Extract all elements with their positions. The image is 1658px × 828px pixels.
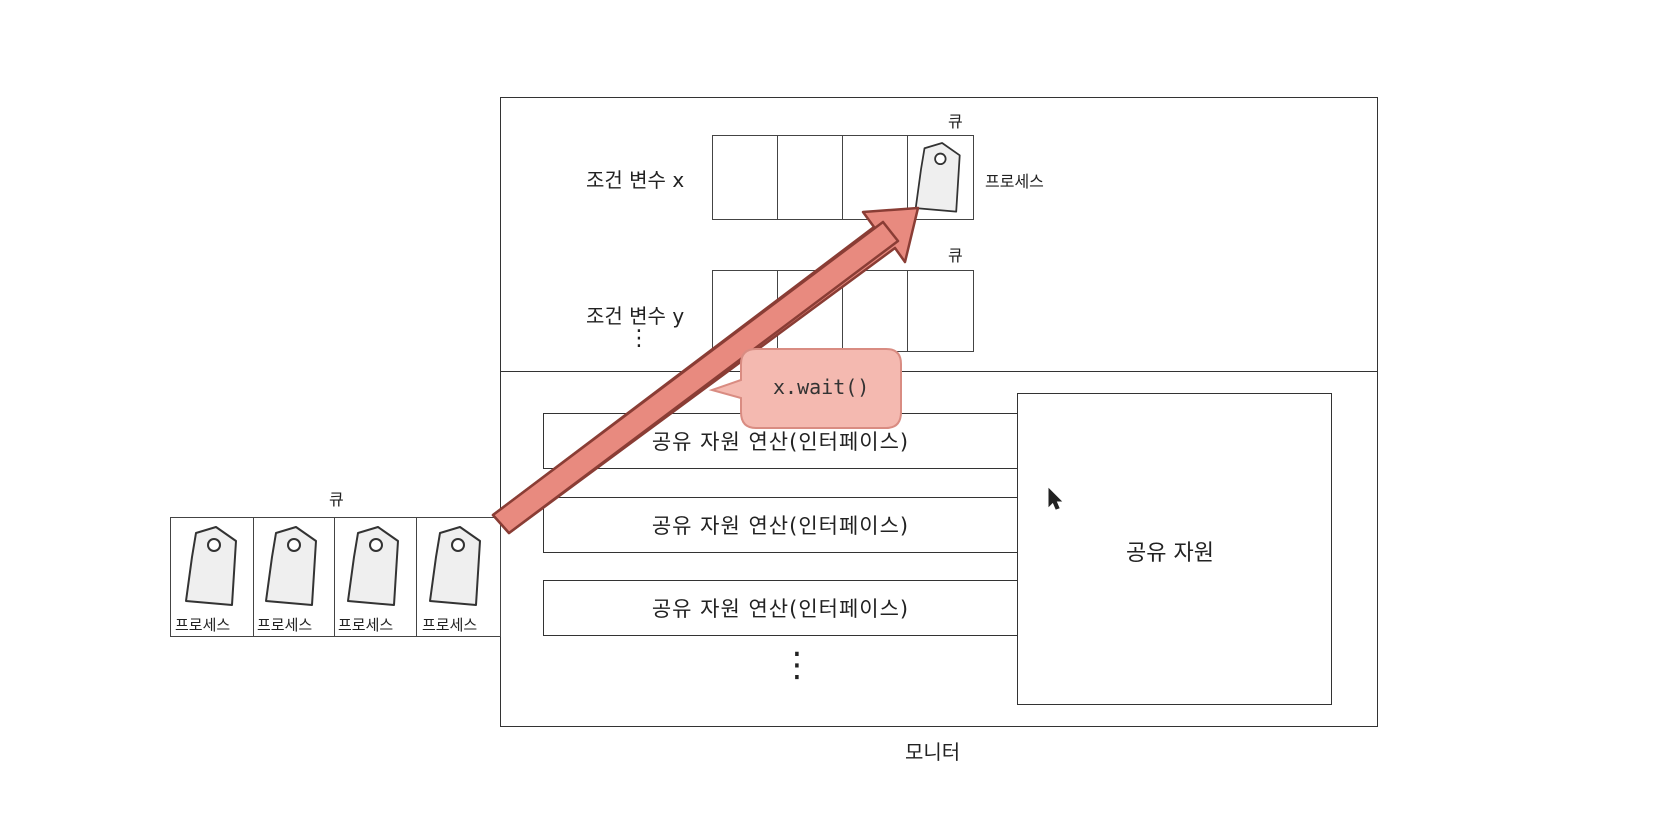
process-tag-icon [265,526,317,606]
condition-y-queue-label: 큐 [948,246,963,265]
condition-x-process-label: 프로세스 [985,172,1044,191]
wait-arrow-shaft [491,220,900,535]
shared-resource-box [1017,393,1332,705]
shared-resource-label: 공유 자원 [1126,541,1214,566]
condition-x-queue-slot [777,135,843,220]
entry-process-label: 프로세스 [338,616,394,634]
condition-y-queue-slot [842,270,908,352]
callout-bubble [708,348,902,429]
shared-resource-operation: 공유 자원 연산(인터페이스) [543,580,1018,636]
entry-process-label: 프로세스 [257,616,313,634]
process-tag-icon [347,526,399,606]
condition-x-queue-label: 큐 [948,112,963,131]
entry-process-label: 프로세스 [175,616,231,634]
mouse-cursor-icon [1048,487,1063,510]
condition-y-label: 조건 변수 y [586,304,685,328]
monitor-divider [500,371,1378,372]
callout-text: x.wait() [773,375,870,399]
entry-process-label: 프로세스 [422,616,478,634]
condition-x-label: 조건 변수 x [586,168,685,192]
entry-queue-label: 큐 [329,490,344,509]
more-conditions-ellipsis: ⋮ [628,326,650,351]
process-tag-icon [429,526,481,606]
waiting-process-tag-icon [914,142,961,213]
process-tag-icon [185,526,237,606]
condition-y-queue-slot [907,270,974,352]
more-operations-ellipsis: ⋮ [780,645,814,685]
shared-resource-operation: 공유 자원 연산(인터페이스) [543,497,1018,553]
monitor-label: 모니터 [905,740,961,764]
